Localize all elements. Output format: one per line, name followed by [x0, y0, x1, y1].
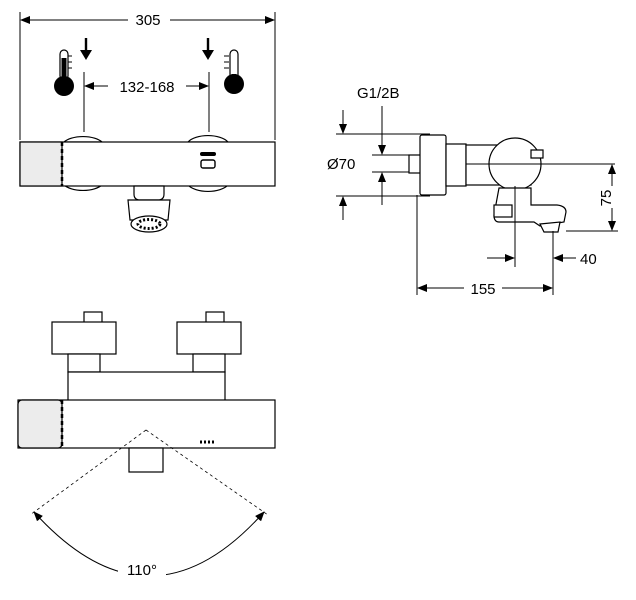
outlet-height-label: 75: [598, 190, 615, 207]
overall-width-label: 305: [135, 12, 160, 29]
outlet-offset-label: 40: [580, 251, 597, 268]
arrow-down-icon: [80, 38, 92, 60]
front-view: 305: [19, 10, 276, 233]
inlet-valve-head: [176, 321, 242, 355]
side-view: G1/2B Ø70: [327, 85, 618, 298]
arrow-down-icon: [202, 38, 214, 60]
inlet-valve-head: [51, 321, 117, 355]
rosette-side: [419, 134, 447, 196]
safety-button-icon: [200, 152, 216, 169]
projection-label: 155: [470, 281, 495, 298]
temperature-handle-top: [17, 399, 63, 449]
thermometer-hot-icon: [224, 49, 244, 94]
inlet-spacing-label: 132-168: [119, 79, 174, 96]
diameter-label: Ø70: [327, 156, 355, 173]
thread-label: G1/2B: [357, 85, 400, 102]
spout-top: [128, 447, 164, 473]
temperature-handle: [19, 141, 63, 187]
spout-outlet: [133, 185, 165, 201]
rotation-angle-label: 110°: [127, 562, 157, 579]
thermometer-cold-icon: [54, 49, 74, 96]
top-view: 110°: [17, 311, 276, 580]
